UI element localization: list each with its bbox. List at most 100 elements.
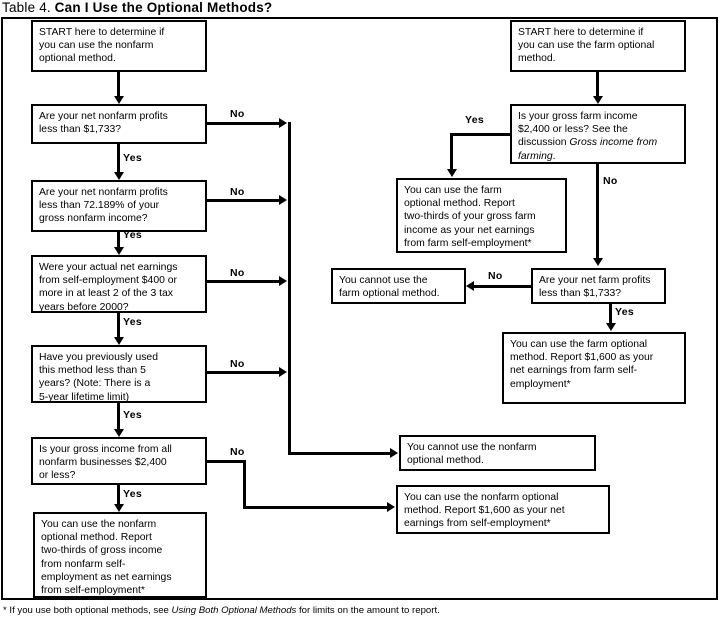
nonfarm-cannot-line2: optional method. [407,455,484,467]
arrow-farm-q2-yes-icon [606,323,616,331]
nonfarm-question-3-box: Were your actual net earnings from self-… [31,255,207,313]
farm-report-line3: net earnings from farm self- [510,365,638,377]
farm-yes-outcome-box: You can use the farm optional method. Re… [396,178,567,253]
farm-yes-line5: from farm self-employment* [404,237,532,249]
connector-nonfarm-q3-no [207,280,281,283]
farm-start-line3: method. [518,53,556,65]
footnote: * If you use both optional methods, see … [3,605,718,617]
nonfarm-yes-line4: from nonfarm self- [41,558,126,570]
title-main: Can I Use the Optional Methods? [54,0,273,15]
nonfarm-q5-line3: or less? [39,470,76,482]
connector-nonfarm-q5-no-to-report [243,506,389,509]
connector-nonfarm-q2-to-q3 [117,232,120,248]
footnote-italic: Using Both Optional Methods [171,605,297,616]
edge-label-yes-nonfarm-q4: Yes [123,409,143,421]
arrow-farm-q1-no-icon [593,258,603,266]
edge-label-yes-nonfarm-q1: Yes [123,152,143,164]
nonfarm-start-line1: START here to determine if [39,27,165,38]
connector-nonfarm-q5-no-horizontal [207,460,246,463]
connector-nonfarm-q1-to-q2 [117,144,120,173]
farm-report-line2: method. Report $1,600 as your [510,352,654,364]
connector-nonfarm-q4-no [207,371,281,374]
edge-label-yes-farm-q2: Yes [615,306,635,318]
nonfarm-cannot-line1: You cannot use the nonfarm [407,442,537,453]
connector-farm-q1-yes-horizontal [450,133,510,136]
edge-label-yes-nonfarm-q2: Yes [123,229,143,241]
farm-q2-line1: Are your net farm profits [539,275,651,286]
arrow-nonfarm-q3-no-icon [279,276,287,286]
farm-report-line4: employment* [510,378,571,390]
nonfarm-cannot-outcome-box: You cannot use the nonfarm optional meth… [399,435,596,471]
arrow-nonfarm-q5-to-outcome-icon [114,504,124,512]
nonfarm-report-line2: method. Report $1,600 as your net [404,505,565,517]
nonfarm-yes-line5: employment as net earnings [41,571,172,583]
nonfarm-question-2-box: Are your net nonfarm profits less than 7… [31,180,207,232]
edge-label-no-nonfarm-q5: No [230,446,245,458]
nonfarm-start-line2: you can use the nonfarm [39,40,154,52]
farm-start-box: START here to determine if you can use t… [510,20,686,72]
connector-farm-start-to-q1 [596,72,599,97]
nonfarm-yes-line6: from self-employment* [41,585,145,597]
farm-cannot-line1: You cannot use the [339,275,428,286]
nonfarm-q3-line4: years before 2000? [39,301,129,313]
nonfarm-question-4-box: Have you previously used this method les… [31,345,207,403]
edge-label-no-nonfarm-q2: No [230,186,245,198]
connector-farm-q2-yes [609,304,612,324]
nonfarm-q4-line2: this method less than 5 [39,365,146,377]
edge-label-yes-nonfarm-q3: Yes [123,316,143,328]
connector-nonfarm-q5-no-vertical [243,460,246,509]
connector-nonfarm-trunk-to-cannot [288,452,392,455]
arrow-nonfarm-q1-no-icon [279,118,287,128]
nonfarm-question-5-box: Is your gross income from all nonfarm bu… [31,437,207,485]
arrow-nonfarm-q3-to-q4-icon [114,337,124,345]
nonfarm-q3-line2: from self-employment $400 or [39,275,178,287]
nonfarm-yes-line1: You can use the nonfarm [41,519,157,530]
edge-label-no-nonfarm-q4: No [230,358,245,370]
nonfarm-yes-line3: two-thirds of gross income [41,545,163,557]
arrow-nonfarm-q2-no-icon [279,195,287,205]
farm-q1-line4-italic: farming [518,150,553,162]
farm-q2-line2: less than $1,733? [539,288,622,300]
nonfarm-q4-line1: Have you previously used [39,352,158,363]
farm-report-outcome-box: You can use the farm optional method. Re… [502,332,686,404]
arrow-nonfarm-q5-no-to-report-icon [387,502,395,512]
nonfarm-start-line3: optional method. [39,53,116,65]
nonfarm-report-line3: earnings from self-employment* [404,518,551,530]
farm-yes-line1: You can use the farm [404,185,502,196]
nonfarm-q1-line1: Are your net nonfarm profits [39,111,168,122]
footnote-tail: for limits on the amount to report. [296,605,440,616]
arrow-farm-q1-yes-icon [447,169,457,177]
connector-nonfarm-start-to-q1 [117,72,120,97]
connector-farm-q2-no [474,285,531,288]
connector-nonfarm-q1-no [207,122,281,125]
farm-question-1-box: Is your gross farm income $2,400 or less… [510,104,686,164]
footnote-lead: * If you use both optional methods, see [3,605,172,616]
nonfarm-q5-line1: Is your gross income from all [39,444,172,455]
edge-label-yes-nonfarm-q5: Yes [123,488,143,500]
edge-label-no-nonfarm-q1: No [230,108,245,120]
edge-label-no-farm-q2: No [488,270,503,282]
arrow-nonfarm-q1-to-q2-icon [114,172,124,180]
connector-nonfarm-q4-to-q5 [117,403,120,430]
farm-start-line2: you can use the farm optional [518,40,655,52]
connector-nonfarm-q5-to-outcome [117,485,120,505]
connector-nonfarm-q3-to-q4 [117,313,120,338]
farm-cannot-outcome-box: You cannot use the farm optional method. [331,268,466,304]
nonfarm-report-outcome-box: You can use the nonfarm optional method.… [396,485,610,534]
farm-q1-line1: Is your gross farm income [518,111,638,122]
nonfarm-q4-line4: 5-year lifetime limit) [39,391,130,403]
farm-q1-line3-italic: Gross income from [569,137,658,149]
farm-q1-line3-plain: discussion [518,137,570,149]
farm-yes-line3: two-thirds of your gross farm [404,211,536,223]
nonfarm-q1-line2: less than $1,733? [39,124,122,136]
arrow-nonfarm-q4-no-icon [279,367,287,377]
nonfarm-q2-line2: less than 72.189% of your [39,200,160,212]
nonfarm-q2-line3: gross nonfarm income? [39,213,148,225]
nonfarm-q3-line1: Were your actual net earnings [39,262,178,273]
arrow-farm-q2-no-icon [466,281,474,291]
chart-frame [1,17,718,600]
arrow-nonfarm-q2-to-q3-icon [114,247,124,255]
farm-q1-line3: discussion Gross income from [518,136,679,149]
nonfarm-start-box: START here to determine if you can use t… [31,20,207,72]
